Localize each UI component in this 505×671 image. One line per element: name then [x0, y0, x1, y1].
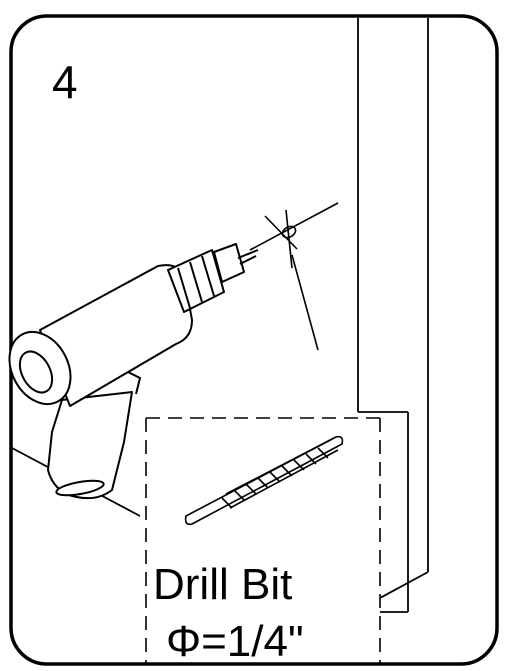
- drill-bit-inset: [145, 417, 381, 664]
- furniture-panel: [11, 18, 429, 613]
- step-number: 4: [52, 56, 78, 108]
- drill-bit-title: Drill Bit: [153, 560, 292, 609]
- drill-bit-icon: [184, 435, 344, 526]
- step-panel-border: [9, 14, 499, 666]
- power-drill-icon: [8, 243, 259, 500]
- drill-mark-crosshair-icon: [249, 202, 339, 351]
- drill-bit-size: Φ=1/4": [166, 617, 304, 666]
